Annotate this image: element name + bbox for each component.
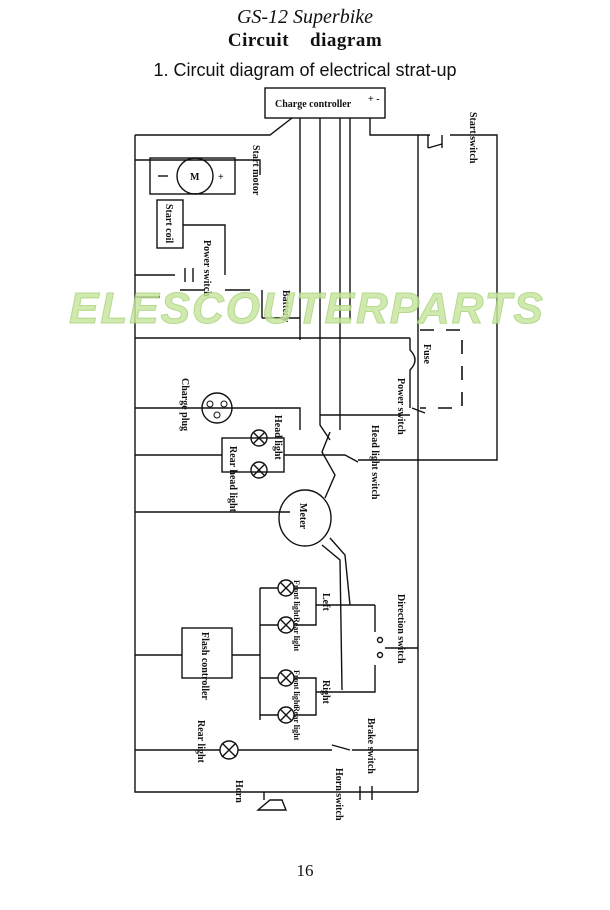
motor-symbol: M [190,172,200,183]
direction-group: Flash controller Left Right Direction sw… [135,579,418,741]
watermark: ELESCOUTERPARTS [69,284,545,334]
power-switch-left-label: Power switch [201,240,212,297]
direction-switch-label: Direction switch [395,594,406,664]
horn-group: Horn Horn switch [233,768,373,821]
start-motor: M + Start motor [135,145,261,196]
charge-controller: Charge controller + - [264,87,386,119]
fuse-assembly: Fuse Power switch [135,329,463,435]
rear-light-label: Rear light [195,720,206,764]
start-switch: Start switch [427,112,478,164]
horn-label: Horn [233,780,244,803]
power-switch-right-label: Power switch [395,378,406,435]
left-bus-wire [134,135,400,793]
charge-plug-label: Charge plug [179,378,190,431]
start-coil: Start coil Power switch [135,199,226,297]
start-coil-label: Start coil [163,204,174,243]
top-left-wire [135,117,293,136]
page-number: 16 [296,861,314,880]
front-light-left-label: Front light [292,580,301,617]
page-subtitle: Circuit diagram [227,30,383,51]
fuse-label: Fuse [421,344,432,365]
front-light-right-label: Front light [292,670,301,707]
head-light-group: Head light Rear head light Head light sw… [135,415,418,513]
brake-switch-label: Brake switch [365,718,376,774]
start-switch-label: Start switch [467,112,478,164]
page-title: GS-12 Superbike [236,6,374,28]
rear-light-right-label: Rear light [292,706,301,741]
meter-label: Meter [297,503,308,530]
head-light-switch-label: Head light switch [369,425,380,500]
left-label: Left [320,593,331,611]
horn-switch-label: Horn switch [333,768,344,821]
rear-light-group: Rear light Brake switch [135,718,418,774]
charge-plug: Charge plug [179,378,233,431]
meter: Meter [135,431,351,691]
head-light-label: Head light [272,415,283,460]
flash-controller-label: Flash controller [199,632,210,700]
right-bus-wire [369,118,430,136]
motor-plus: + [218,172,224,183]
charge-controller-label: Charge controller [275,99,352,110]
controller-wire-2 [319,118,331,441]
battery: Battery [135,289,300,322]
section-heading: 1. Circuit diagram of electrical strat-u… [153,60,457,80]
battery-label: Battery [280,290,291,322]
start-motor-label: Start motor [250,145,261,196]
start-switch-wire [418,134,498,461]
rear-head-light-label: Rear head light [227,446,238,513]
rear-light-left-label: Rear light [292,617,301,652]
right-label: Right [320,680,331,705]
charge-controller-polarity: + - [368,94,380,105]
